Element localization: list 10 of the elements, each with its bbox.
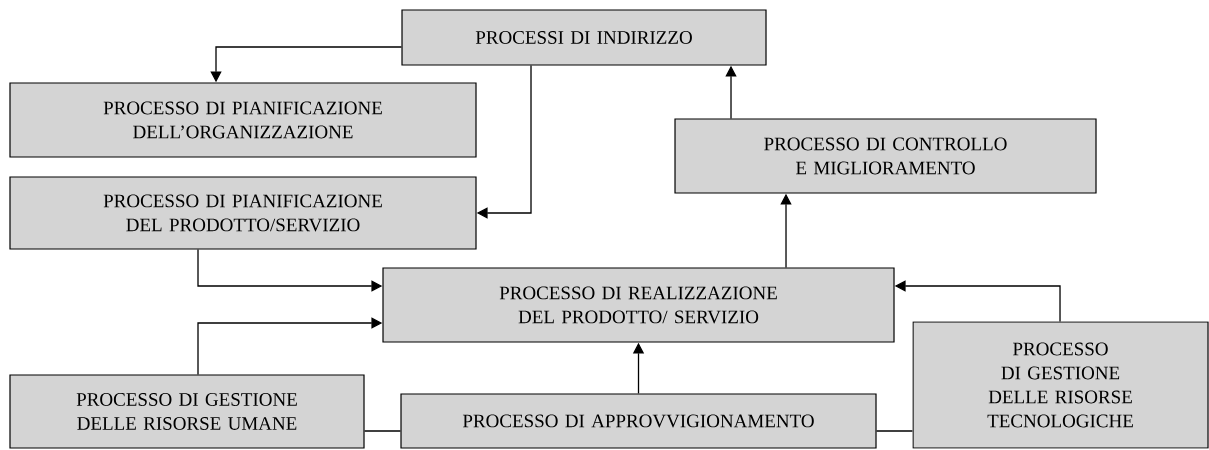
process-box: PROCESSI DI INDIRIZZO: [401, 9, 767, 66]
process-box: PROCESSO DI GESTIONE DELLE RISORSE TECNOLOGICHE: [912, 321, 1209, 449]
connector-line: [363, 430, 402, 432]
process-box: PROCESSO DI REALIZZAZIONE DEL PRODOTTO/ SERVIZIO: [382, 267, 895, 343]
process-box: PROCESSO DI APPROVVIGIONAMENTO: [400, 393, 877, 449]
process-box: PROCESSO DI GESTIONE DELLE RISORSE UMANE: [9, 374, 365, 449]
process-box: PROCESSO DI CONTROLLO E MIGLIORAMENTO: [674, 118, 1097, 194]
process-box: PROCESSO DI PIANIFICAZIONE DELL’ORGANIZZAZIONE: [9, 82, 477, 158]
connector-line: [875, 430, 914, 432]
process-box: PROCESSO DI PIANIFICAZIONE DEL PRODOTTO/SERVIZIO: [9, 176, 477, 250]
